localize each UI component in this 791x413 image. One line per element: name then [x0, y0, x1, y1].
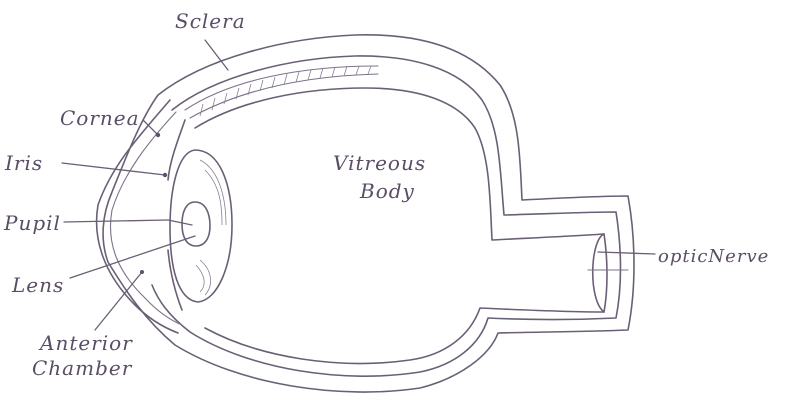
lens-outline [170, 150, 232, 302]
label-pupil: Pupil [3, 211, 61, 235]
cornea-inner-outline [110, 112, 182, 325]
iris-point [163, 173, 167, 177]
label-anterior-chamber-line2: Chamber [32, 356, 133, 380]
label-optic-nerve: opticNerve [658, 246, 769, 267]
anterior-chamber-point [140, 270, 144, 274]
label-lens: Lens [11, 273, 64, 297]
label-cornea: Cornea [60, 106, 140, 130]
lens-leader [70, 236, 195, 278]
vitreous-boundary [195, 88, 607, 363]
label-anterior-chamber-line1: Anterior [38, 331, 133, 355]
label-vitreous-line1: Vitreous [333, 151, 426, 175]
pupil-leader-extension [168, 220, 192, 225]
sclera-inner-outline [152, 56, 621, 376]
optic-nerve-disc [593, 234, 604, 312]
cornea-outline [97, 100, 178, 333]
lens-shading [196, 160, 226, 295]
label-sclera: Sclera [175, 9, 246, 33]
pupil-leader [64, 220, 168, 222]
iris-lower-outline [168, 250, 182, 310]
label-vitreous-line2: Body [359, 179, 415, 203]
cornea-point [156, 133, 160, 137]
anterior-chamber-leader [95, 272, 142, 330]
label-iris: Iris [4, 151, 43, 175]
